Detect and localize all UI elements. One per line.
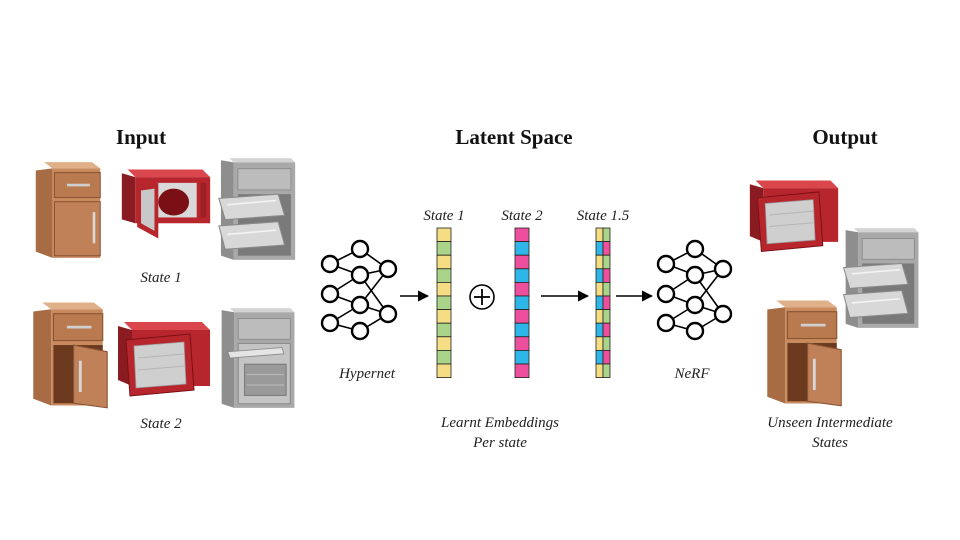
embedding-cell [514,268,530,283]
embedding-cell [595,309,604,324]
embedding-vector-state1-5 [595,227,611,379]
embedding-cell [595,349,604,365]
input-heading: Input [115,125,167,149]
hypernet-neural-network-icon [320,239,398,341]
embedding-label-state1-5: State 1.5 [577,208,630,224]
embedding-cell [602,281,611,297]
output-microwave-icon [749,179,839,253]
embedding-cell [602,241,611,256]
embedding-cell [436,336,452,351]
embedding-cell [436,349,452,365]
embeddings-caption-line2: Per state [473,435,527,451]
embedding-cell [514,295,530,311]
embedding-cell [602,363,611,379]
embedding-cell [514,309,530,324]
embedding-cell [436,227,452,243]
embedding-cell [602,322,611,338]
embedding-vector-state2 [514,227,530,379]
hypernet-label: Hypernet [339,366,395,382]
embedding-cell [436,295,452,311]
embedding-cell [595,227,604,243]
input-state1-microwave-icon [121,169,211,239]
embedding-label-state2: State 2 [501,208,543,224]
embedding-cell [595,295,604,311]
embedding-cell [514,241,530,256]
plus-circle-icon [469,284,495,310]
embedding-cell [514,349,530,365]
embedding-label-state1: State 1 [423,208,464,224]
embeddings-caption: Learnt Embeddings Per state [441,413,559,453]
embedding-cell [514,363,530,379]
embedding-cell [595,322,604,338]
output-heading: Output [812,125,878,149]
embedding-cell [602,268,611,283]
output-caption: Unseen Intermediate States [767,413,892,453]
embedding-cell [602,336,611,351]
output-caption-line2: States [812,435,848,451]
nerf-label: NeRF [674,366,710,382]
embedding-cell [436,254,452,270]
input-state2-microwave-icon [117,321,211,397]
embedding-cell [595,363,604,379]
nerf-neural-network-icon [656,239,733,341]
embedding-cell [514,336,530,351]
embedding-cell [595,268,604,283]
embedding-cell [595,336,604,351]
embedding-cell [602,295,611,311]
embedding-cell [602,309,611,324]
embedding-cell [514,254,530,270]
embedding-cell [595,281,604,297]
embedding-cell [436,322,452,338]
embedding-cell [595,241,604,256]
output-oven-icon [842,227,920,329]
embedding-cell [602,254,611,270]
output-drawer-cabinet-icon [765,298,843,408]
embedding-vector-state1 [436,227,452,379]
embeddings-caption-line1: Learnt Embeddings [441,415,559,431]
embedding-cell [436,363,452,379]
input-state1-caption: State 1 [140,270,182,286]
input-state2-oven-icon [221,307,295,409]
input-state1-oven-icon [218,157,296,261]
latent-space-heading: Latent Space [455,125,573,149]
embedding-cell [436,281,452,297]
embedding-cell [602,349,611,365]
embedding-cell [602,227,611,243]
embedding-cell [514,281,530,297]
embedding-cell [436,268,452,283]
embedding-cell [514,322,530,338]
embedding-cell [595,254,604,270]
input-state2-caption: State 2 [140,416,182,432]
embedding-cell [436,241,452,256]
embedding-cell [436,309,452,324]
input-state1-drawer-cabinet-icon [34,160,102,260]
embedding-cell [514,227,530,243]
output-caption-line1: Unseen Intermediate [767,415,893,431]
input-state2-drawer-cabinet-icon [31,300,109,410]
